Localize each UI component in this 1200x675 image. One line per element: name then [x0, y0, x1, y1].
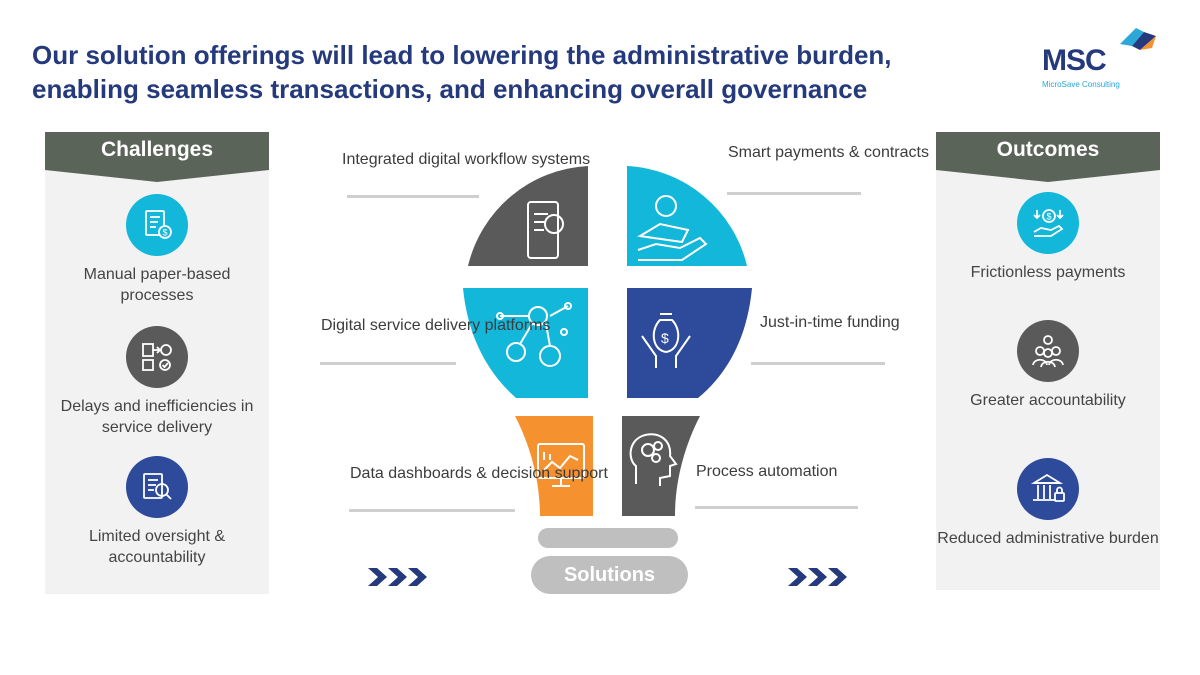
svg-text:$: $ — [661, 330, 669, 346]
mobile-workflow-icon — [527, 201, 564, 259]
solution-line-dashboards — [349, 509, 515, 512]
bulb-segment-payments — [627, 166, 747, 266]
challenge-item-paper: $ Manual paper-based processes — [45, 194, 269, 306]
solution-line-automation — [695, 506, 858, 509]
solution-label-payments: Smart payments & contracts — [728, 144, 929, 161]
outcome-item-accountability: Greater accountability — [936, 320, 1160, 411]
bulb-segment-platforms — [463, 288, 588, 398]
outcome-item-payments: $ Frictionless payments — [936, 192, 1160, 283]
document-magnifier-icon — [126, 456, 188, 518]
challenge-item-delays: Delays and inefficiencies in service del… — [45, 326, 269, 438]
solution-label-platforms: Digital service delivery platforms — [321, 317, 551, 334]
challenge-label-paper: Manual paper-based processes — [83, 266, 231, 304]
building-lock-icon — [1017, 458, 1079, 520]
solutions-label: Solutions — [531, 556, 688, 594]
logo-subtitle: MicroSave Consulting — [1042, 80, 1120, 89]
challenge-label-delays: Delays and inefficiencies in service del… — [60, 398, 254, 436]
svg-text:$: $ — [163, 228, 168, 238]
solution-line-platforms — [320, 362, 456, 365]
solution-line-payments — [727, 192, 861, 195]
money-bag-hands-icon: $ — [641, 313, 691, 368]
challenges-heading-notch — [45, 170, 269, 182]
challenge-label-oversight: Limited oversight & accountability — [88, 528, 226, 566]
outcome-label-payments: Frictionless payments — [970, 264, 1126, 281]
network-people-icon — [496, 302, 572, 367]
outcomes-heading: Outcomes — [936, 132, 1160, 170]
outcomes-panel: Outcomes $ Frictionless payments Greater… — [936, 132, 1160, 590]
hand-coin-icon: $ — [1017, 192, 1079, 254]
solution-line-workflow — [347, 195, 479, 198]
logo-bird-icon — [1120, 28, 1156, 50]
title-line-2: enabling seamless transactions, and enha… — [32, 74, 868, 104]
outcomes-heading-notch — [936, 170, 1160, 182]
solution-label-automation: Process automation — [696, 463, 838, 480]
solution-label-workflow: Integrated digital workflow systems — [342, 151, 591, 168]
hand-money-icon — [637, 195, 708, 261]
brain-head-icon — [629, 433, 678, 486]
challenges-panel: Challenges $ Manual paper-based processe… — [45, 132, 269, 594]
dashboard-monitor-icon — [537, 443, 585, 487]
msc-logo: MSC MicroSave Consulting — [1038, 26, 1168, 90]
bulb-segment-dashboards — [515, 416, 593, 516]
outcome-item-burden: Reduced administrative burden — [936, 458, 1160, 549]
bulb-base-top — [538, 528, 678, 548]
paper-document-icon: $ — [126, 194, 188, 256]
team-gear-icon — [1017, 320, 1079, 382]
title-line-1: Our solution offerings will lead to lowe… — [32, 40, 892, 70]
bulb-segment-funding — [627, 288, 752, 398]
page-title: Our solution offerings will lead to lowe… — [32, 38, 932, 106]
svg-text:$: $ — [1047, 212, 1052, 222]
bulb-segment-automation — [622, 416, 700, 516]
solution-label-funding: Just-in-time funding — [760, 314, 900, 331]
chevron-arrows-icon — [368, 568, 427, 586]
challenges-heading: Challenges — [45, 132, 269, 170]
solution-label-dashboards: Data dashboards & decision support — [350, 465, 608, 482]
outcome-label-accountability: Greater accountability — [970, 392, 1126, 409]
chevron-arrows-right-icon — [788, 568, 847, 586]
challenge-item-oversight: Limited oversight & accountability — [45, 456, 269, 568]
logo-text: MSC — [1042, 44, 1107, 77]
solutions-bulb: $ — [463, 166, 752, 516]
process-flow-icon — [126, 326, 188, 388]
outcome-label-burden: Reduced administrative burden — [937, 530, 1159, 547]
solution-line-funding — [751, 362, 885, 365]
